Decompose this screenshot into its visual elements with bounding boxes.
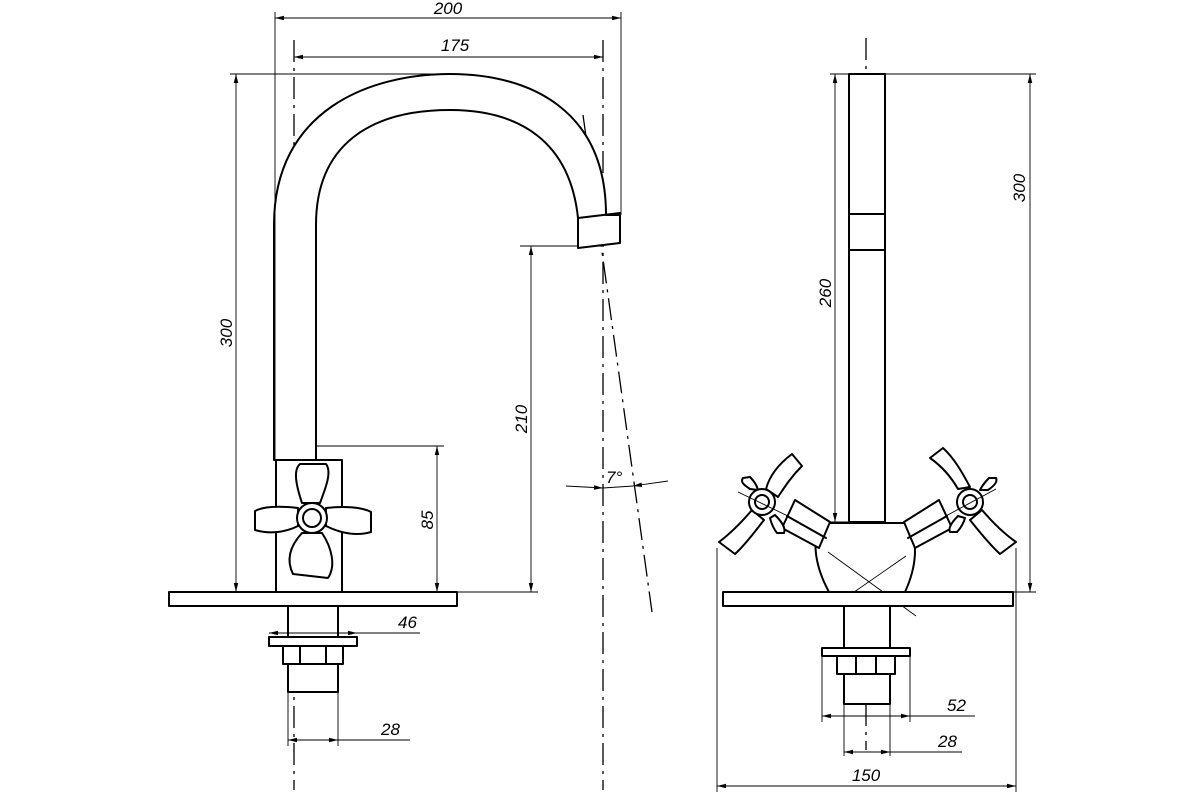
handle-front-left-arm [254,505,299,534]
handle-side-left [718,453,803,555]
handle-right-axis [943,488,997,518]
handle-right-hub-inner [962,494,978,510]
mixer-body-side [814,522,916,593]
handle-right-upper-arm [929,447,971,490]
dim-spout-outlet-height-label: 210 [512,404,531,434]
valve-stem-left-band [786,515,827,539]
dim-thread-diameter-label: 28 [380,720,400,739]
handle-front-hub-outer [296,502,328,534]
handle-right-arm-3 [979,477,998,491]
handle-left-lower-arm [718,509,765,555]
handle-front [254,463,372,579]
dim-side-spout-height-label: 260 [816,278,835,308]
dim-side-base-width-label: 150 [852,766,881,785]
side-view: 300 260 52 28 150 [716,38,1036,792]
dim-side-thread-diameter-label: 28 [937,732,957,751]
handle-front-lower-arm [288,532,334,579]
handle-left-axis [737,491,791,518]
handle-front-hub-inner [302,508,322,528]
dim-line-spout-angle-left [565,485,604,490]
handle-left-arm-4 [769,514,786,534]
dim-flange-diameter-label: 46 [398,613,417,632]
handle-right-hub-outer [956,488,984,516]
valve-stem-right-band [907,515,948,539]
front-view: 200 175 300 210 85 46 28 7° [168,0,669,790]
dim-total-height-label: 300 [217,318,236,347]
handle-front-right-arm [325,506,372,535]
dim-side-flange-diameter-label: 52 [947,696,966,715]
handle-left-arm-3 [740,476,759,491]
handle-left-hub-outer [748,488,776,516]
nut-side [836,655,896,675]
countertop-front [168,591,458,607]
dim-handle-height-label: 85 [418,510,437,529]
flange-front [268,636,358,647]
nut-front [282,645,344,665]
dim-spout-angle-label: 7° [606,468,622,487]
valve-stem-left [781,499,831,549]
spout-outlet [577,212,621,219]
dim-line-spout-angle-right [632,480,669,487]
handle-side-right [929,447,1017,555]
handle-right-lower-arm [969,509,1017,555]
spout-side-outlet [848,213,886,251]
spout-side [848,73,886,525]
dim-side-total-height-label: 300 [1010,173,1029,202]
dim-total-width-label: 200 [433,0,463,18]
dim-line-spout-angle [602,485,634,489]
handle-right-arm-4 [948,515,966,533]
spout-body [273,73,621,461]
valve-stem-right [903,499,953,549]
handle-left-upper-arm [765,453,803,498]
handle-front-upper-arm [294,463,330,504]
handle-left-hub-inner [754,494,770,510]
dim-spout-reach-label: 175 [441,36,470,55]
countertop-side [722,591,1014,607]
flange-side [821,647,911,657]
